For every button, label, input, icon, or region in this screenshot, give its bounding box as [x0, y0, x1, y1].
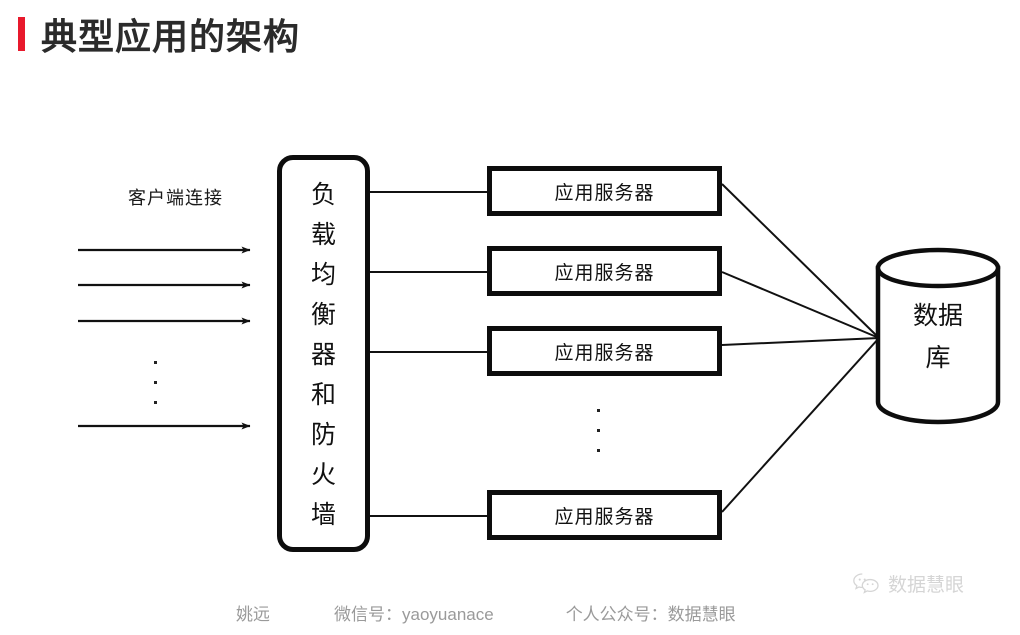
app-db-connector-3: [721, 337, 880, 346]
client-connections-label: 客户端连接: [128, 188, 223, 208]
client-connection-arrows: [78, 246, 251, 430]
footer-author: 姚远: [236, 605, 270, 624]
app-server-box[interactable]: 应用服务器: [487, 166, 722, 216]
dot: [154, 361, 157, 364]
app-server-box[interactable]: 应用服务器: [487, 490, 722, 540]
dot: [597, 449, 600, 452]
app-server-label: 应用服务器: [554, 262, 655, 284]
lb-to-app-connectors: [370, 191, 490, 517]
load-balancer-box[interactable]: [277, 155, 370, 552]
app-server-label: 应用服务器: [554, 182, 655, 204]
wechat-icon: [853, 572, 879, 594]
client-ellipsis-dots: [154, 361, 157, 421]
footer-official-account: 个人公众号：数据慧眼: [565, 605, 736, 624]
dot: [154, 401, 157, 404]
app-server-box[interactable]: 应用服务器: [487, 326, 722, 376]
dot: [597, 429, 600, 432]
dot: [154, 381, 157, 384]
db-body: [875, 265, 1001, 425]
app-db-connector-4: [721, 337, 880, 513]
app-db-connector-2: [721, 271, 880, 339]
footer: 姚远 微信号：yaoyuanace 个人公众号：数据慧眼: [0, 600, 820, 625]
app-server-ellipsis-dots: [597, 409, 600, 469]
title-accent-bar: [18, 17, 25, 51]
database-cylinder: [875, 247, 1001, 425]
app-server-box[interactable]: 应用服务器: [487, 246, 722, 296]
dot: [597, 409, 600, 412]
title-text: 典型应用的架构: [41, 16, 301, 57]
brand-watermark: 数据慧眼: [852, 570, 964, 597]
db-top-ellipse: [875, 247, 1001, 289]
footer-wechat-id: 微信号：yaoyuanace: [334, 605, 494, 624]
app-to-db-connectors: [721, 183, 880, 513]
brand-name: 数据慧眼: [888, 575, 965, 596]
app-db-connector-1: [721, 183, 880, 339]
page-title: 典型应用的架构: [18, 8, 300, 60]
app-server-label: 应用服务器: [554, 506, 655, 528]
app-server-label: 应用服务器: [554, 342, 655, 364]
